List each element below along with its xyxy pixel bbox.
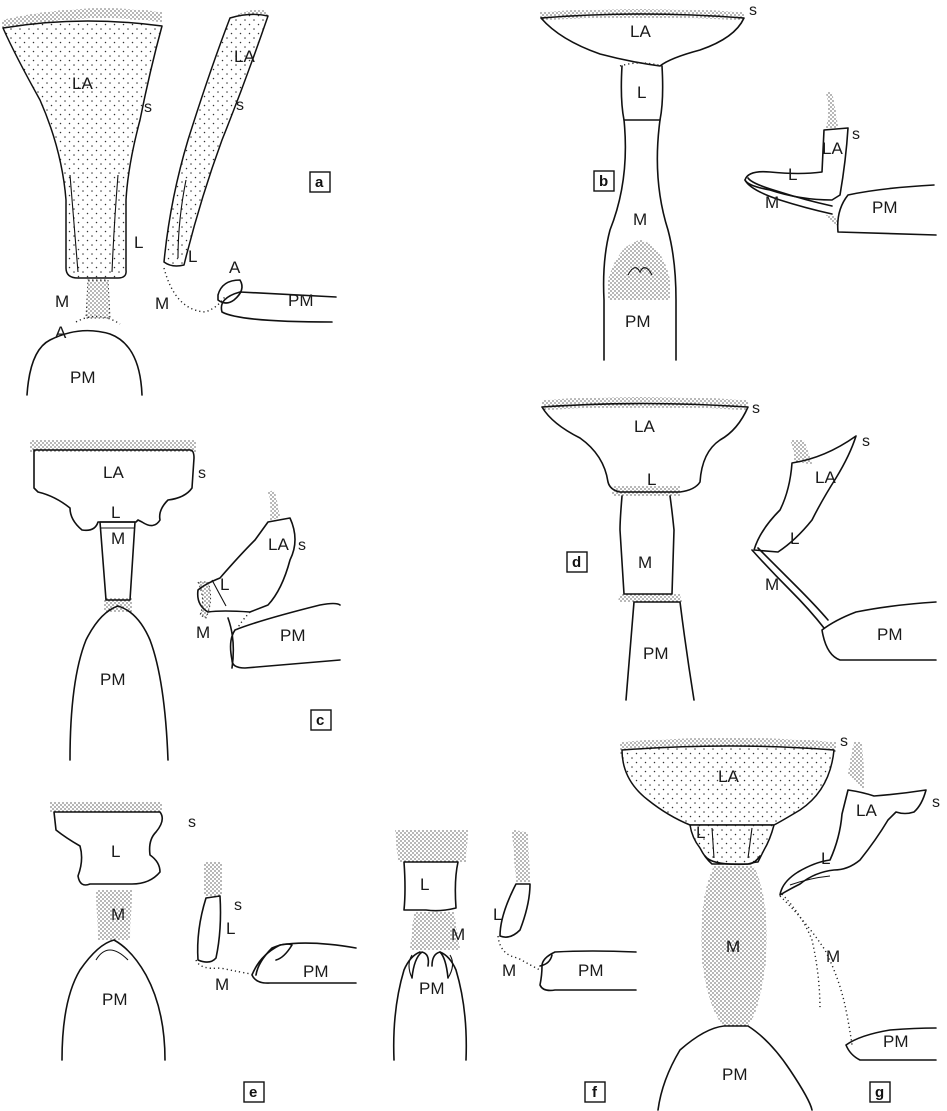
panel-c-side-m-label: M (196, 623, 210, 642)
panel-f-front-m-label: M (451, 925, 465, 944)
panel-a: LA s L M A PM LA s L M A PM a (2, 8, 336, 395)
panel-e-letter: e (249, 1084, 257, 1101)
panel-c-front-l-label: L (111, 503, 120, 522)
panel-f-side-m-label: M (502, 961, 516, 980)
panel-d-side-la-label: LA (815, 468, 836, 487)
panel-e-front-m-label: M (111, 905, 125, 924)
panel-b: s LA L M PM s LA L M PM b (540, 2, 936, 360)
panel-e-front-view: s L M PM (50, 802, 196, 1060)
panel-e-front-l-label: L (111, 842, 120, 861)
panel-d-front-s-label: s (752, 400, 760, 417)
panel-f-front-view: L M PM (394, 830, 468, 1060)
panel-a-side-a-label: A (229, 258, 241, 277)
panel-a-side-view: LA s L M A PM (155, 10, 336, 322)
panel-g: s LA L M PM s LA L M PM g (620, 733, 940, 1110)
panel-c-side-s-label: s (298, 537, 306, 554)
panel-b-side-l-label: L (788, 165, 797, 184)
panel-g-front-pm-label: PM (722, 1065, 748, 1084)
panel-b-side-la-label: LA (822, 139, 843, 158)
panel-a-front-l-label: L (134, 233, 143, 252)
panel-f-side-l-label: L (493, 905, 502, 924)
panel-a-front-view: LA s L M A PM (2, 8, 162, 395)
panel-e-side-s-label: s (234, 897, 242, 914)
panel-c-side-la-label: LA (268, 535, 289, 554)
panel-e-side-pm-label: PM (303, 962, 329, 981)
panel-f-front-l-label: L (420, 875, 429, 894)
panel-c-letter: c (316, 712, 324, 729)
panel-e-front-s-label: s (188, 814, 196, 831)
panel-a-letter: a (315, 174, 324, 191)
panel-a-front-la-label: LA (72, 74, 93, 93)
panel-g-side-l-label: L (821, 849, 830, 868)
panel-d-front-m-label: M (638, 553, 652, 572)
panel-d-front-l-label: L (647, 470, 656, 489)
panel-d-side-s-label: s (862, 433, 870, 450)
panel-f-side-pm-label: PM (578, 961, 604, 980)
panel-g-front-view: s LA L M PM (620, 733, 848, 1110)
panel-g-side-pm-label: PM (883, 1032, 909, 1051)
panel-b-front-pm-label: PM (625, 312, 651, 331)
panel-a-front-s-label: s (144, 99, 152, 116)
panel-d: s LA L M PM s LA L M PM d (542, 397, 936, 700)
panel-a-front-m-label: M (55, 292, 69, 311)
panel-d-side-l-label: L (790, 529, 799, 548)
panel-g-front-l-label: L (696, 823, 705, 842)
panel-g-letter: g (875, 1084, 884, 1101)
panel-d-letter: d (572, 554, 581, 571)
panel-d-side-pm-label: PM (877, 625, 903, 644)
panel-c: LA s L M PM LA s L M PM c (30, 440, 340, 760)
panel-a-side-m-label: M (155, 294, 169, 313)
panel-c-front-s-label: s (198, 465, 206, 482)
panel-a-side-l-label: L (188, 247, 197, 266)
panel-a-front-a-label: A (55, 323, 67, 342)
panel-d-side-view: s LA L M PM (752, 433, 936, 660)
panel-b-side-view: s LA L M PM (745, 92, 936, 235)
panel-e-side-l-label: L (226, 919, 235, 938)
panel-c-side-pm-label: PM (280, 626, 306, 645)
panel-e: s L M PM s L M PM e (50, 802, 356, 1102)
panel-d-front-view: s LA L M PM (542, 397, 760, 700)
panel-c-front-pm-label: PM (100, 670, 126, 689)
panel-g-front-s-label: s (840, 733, 848, 750)
panel-b-front-l-label: L (637, 83, 646, 102)
panel-c-front-m-label: M (111, 529, 125, 548)
panel-g-side-la-label: LA (856, 801, 877, 820)
panel-e-front-pm-label: PM (102, 990, 128, 1009)
panel-f: L M PM L M PM f (394, 830, 636, 1102)
panel-a-side-s-label: s (236, 97, 244, 114)
panel-g-front-m-label: M (726, 937, 740, 956)
panel-c-side-l-label: L (220, 575, 229, 594)
panel-b-side-pm-label: PM (872, 198, 898, 217)
panel-d-front-pm-label: PM (643, 644, 669, 663)
panel-b-front-s-label: s (749, 2, 757, 19)
panel-b-front-m-label: M (633, 210, 647, 229)
panel-g-side-s-label: s (932, 794, 940, 811)
panel-g-side-m-label: M (826, 947, 840, 966)
panel-f-front-pm-label: PM (419, 979, 445, 998)
panel-a-front-pm-label: PM (70, 368, 96, 387)
panel-e-side-m-label: M (215, 975, 229, 994)
panel-b-front-view: s LA L M PM (540, 2, 757, 360)
panel-b-side-m-label: M (765, 193, 779, 212)
panel-d-side-m-label: M (765, 575, 779, 594)
panel-a-side-pm-label: PM (288, 291, 314, 310)
panel-e-side-view: s L M PM (196, 862, 356, 994)
panel-c-side-view: LA s L M PM (196, 490, 340, 668)
panel-b-side-s-label: s (852, 126, 860, 143)
panel-f-side-view: L M PM (493, 830, 636, 990)
panel-b-letter: b (599, 173, 608, 190)
panel-d-front-la-label: LA (634, 417, 655, 436)
panel-b-front-la-label: LA (630, 22, 651, 41)
panel-a-side-la-label: LA (234, 47, 255, 66)
panel-c-front-view: LA s L M PM (30, 440, 206, 760)
panel-c-front-la-label: LA (103, 463, 124, 482)
panel-g-front-la-label: LA (718, 767, 739, 786)
